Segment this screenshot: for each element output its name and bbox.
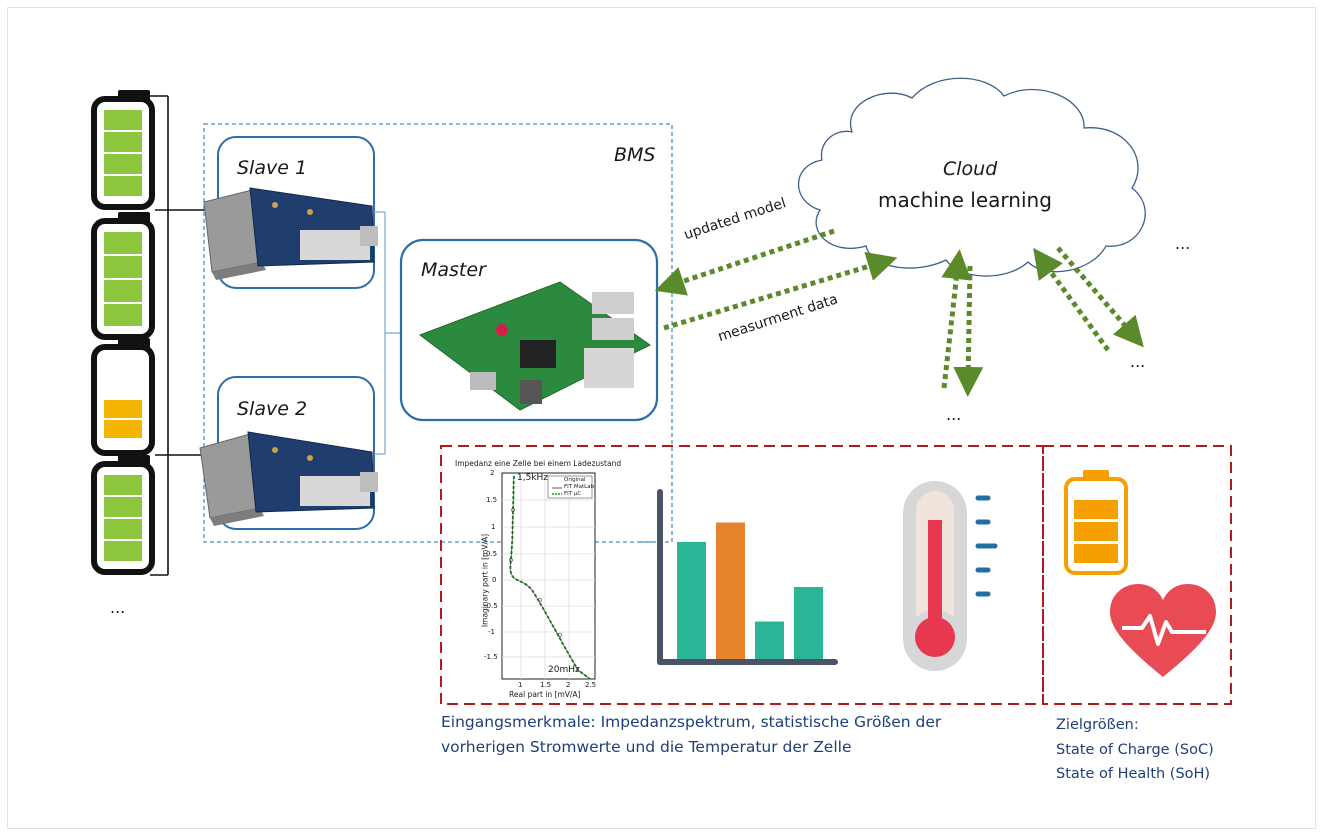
bar-chart-bars — [677, 522, 823, 659]
impedance-ytick-6: -0.5 — [484, 602, 498, 610]
bms-label: BMS — [614, 144, 656, 166]
image-frame — [7, 7, 1316, 829]
cloud-right-arrow-1 — [1033, 247, 1111, 352]
impedance-xtick-1: 1 — [518, 681, 523, 689]
target-caption-line-1: Zielgrößen: — [1056, 717, 1139, 733]
master-label: Master — [421, 259, 486, 281]
cloud-far-ellipsis: ... — [1130, 352, 1146, 371]
battery-cell-3 — [91, 338, 155, 456]
target-frame — [1042, 445, 1232, 705]
data-flow-arrows — [654, 228, 1144, 397]
cloud-down-arrow-2 — [953, 265, 984, 397]
pack-ellipsis: ... — [110, 598, 126, 617]
cloud-subtitle: machine learning — [878, 188, 1052, 212]
target-caption-line-2: State of Charge (SoC) — [1056, 742, 1214, 758]
soh-heart-icon — [1110, 584, 1216, 677]
slave-2-label: Slave 2 — [237, 398, 308, 420]
impedance-ytick-4: 0.5 — [486, 550, 498, 558]
impedance-xtick-3: 2 — [566, 681, 571, 689]
impedance-ylabel: Imaginary part in [mV/A] — [480, 533, 490, 628]
cloud-right-arrow-2 — [1056, 246, 1144, 348]
slave-1-label: Slave 1 — [237, 157, 308, 179]
target-caption-line-3: State of Health (SoH) — [1056, 766, 1211, 782]
impedance-legend-3: FIT µC — [564, 491, 582, 497]
impedance-plot — [501, 472, 596, 680]
impedance-ytick-2: 1.5 — [486, 496, 498, 504]
cloud-down-arrow-1 — [941, 249, 972, 389]
impedance-legend-1: Original — [564, 477, 586, 483]
impedance-annotation-low: 20mHz — [548, 665, 580, 675]
bar-2 — [716, 522, 745, 659]
battery-cell-2 — [91, 212, 155, 340]
soc-battery-icon — [1064, 470, 1128, 575]
impedance-legend-2: FIT MatLab — [564, 484, 595, 490]
cloud-right-ellipsis: ... — [1175, 234, 1191, 253]
impedance-xtick-2: 1.5 — [540, 681, 552, 689]
cloud-title: Cloud — [943, 158, 998, 180]
pack-wiring — [150, 95, 210, 576]
cloud-bottom-ellipsis: ... — [946, 405, 962, 424]
measurement-data-arrow — [663, 251, 898, 331]
bar-3 — [755, 621, 784, 659]
battery-cell-1 — [91, 90, 155, 210]
battery-cell-4 — [91, 455, 155, 575]
impedance-plot-title: Impedanz eine Zelle bei einem Ladezustan… — [455, 459, 622, 468]
input-features-frame — [440, 445, 1044, 705]
impedance-ytick-1: 2 — [490, 469, 495, 477]
bar-chart-axes — [657, 489, 838, 665]
input-features-caption-line-2: vorherigen Stromwerte und die Temperatur… — [441, 738, 852, 756]
slave-1-board-image — [203, 187, 378, 280]
bms-frame — [203, 123, 673, 543]
impedance-ytick-3: 1 — [491, 523, 496, 531]
impedance-annotation-high: 1,5kHz — [517, 473, 549, 483]
input-features-caption-line-1: Eingangsmerkmale: Impedanzspektrum, stat… — [441, 713, 942, 731]
impedance-ytick-8: -1.5 — [484, 653, 498, 661]
impedance-ytick-7: -1 — [488, 628, 495, 636]
cloud-shape — [797, 77, 1146, 277]
impedance-xtick-4: 2.5 — [585, 681, 597, 689]
updated-model-arrow — [654, 228, 835, 296]
impedance-ytick-5: 0 — [492, 576, 497, 584]
slave-master-bus — [374, 211, 402, 455]
thermometer-icon — [903, 481, 998, 671]
bar-1 — [677, 542, 706, 659]
impedance-xlabel: Real part in [mV/A] — [509, 690, 581, 699]
master-board-image — [418, 281, 651, 411]
bar-4 — [794, 587, 823, 659]
slave-2-board-image — [199, 431, 378, 526]
